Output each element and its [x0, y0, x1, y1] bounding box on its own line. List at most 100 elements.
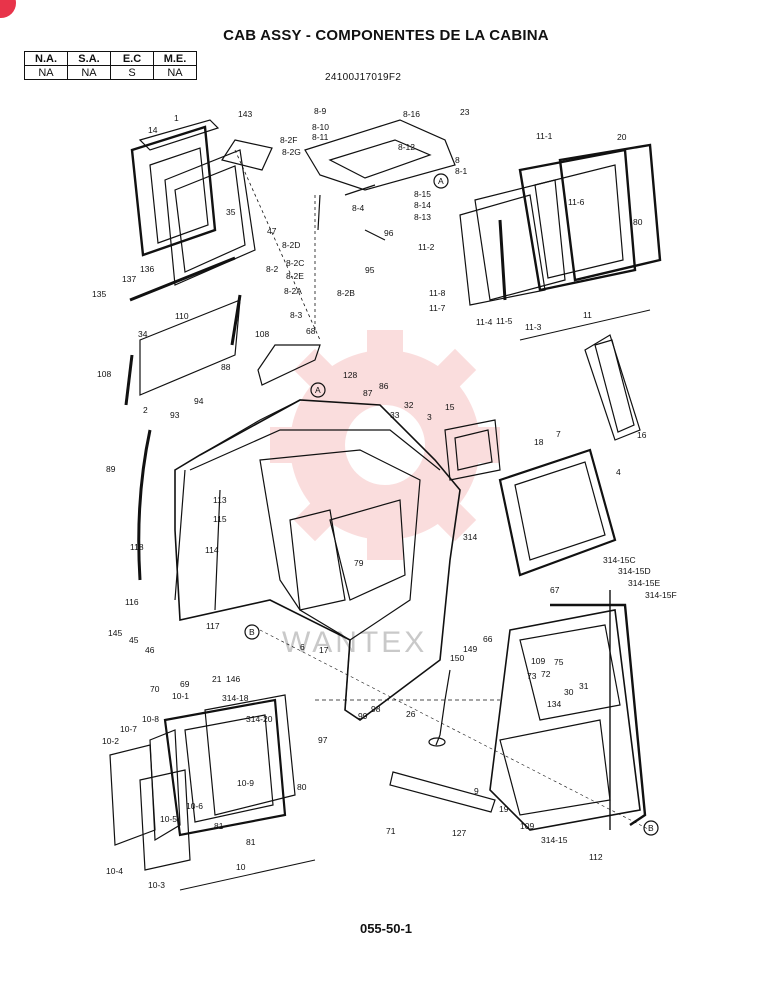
- callout: 69: [180, 679, 190, 689]
- callout: 314-18: [222, 693, 249, 703]
- callout: 8-10: [312, 122, 329, 132]
- page-title: CAB ASSY - COMPONENTES DE LA CABINA: [223, 27, 549, 44]
- callout: 150: [450, 653, 464, 663]
- callout: 80: [633, 217, 643, 227]
- callout: 110: [175, 311, 189, 321]
- callout: 18: [534, 437, 544, 447]
- callout: 72: [541, 669, 551, 679]
- callout: 314-15C: [603, 555, 636, 565]
- callout: 21: [212, 674, 222, 684]
- callout: 114: [205, 545, 219, 555]
- watermark-text: WANTEX: [282, 626, 427, 659]
- callout: 4: [616, 467, 621, 477]
- callout: 116: [125, 597, 139, 607]
- callout: 96: [384, 228, 394, 238]
- callout: 93: [170, 410, 180, 420]
- callout: 11-8: [429, 288, 446, 298]
- callout: 8: [455, 155, 460, 165]
- callout: 8-3: [290, 310, 303, 320]
- callout: 143: [238, 109, 252, 119]
- callout: 87: [363, 388, 373, 398]
- callout: 16: [637, 430, 647, 440]
- callout: 11-1: [536, 131, 553, 141]
- callout: 112: [589, 852, 603, 862]
- callout: 8-2A: [284, 286, 302, 296]
- table-cell-ec: S: [110, 65, 154, 80]
- callout-labels: 14 1 143 47 35 137 136 135 34 110 108 2 …: [92, 106, 677, 890]
- callout: 8-2C: [286, 258, 304, 268]
- callout: 10-6: [186, 801, 203, 811]
- callout: 8-2G: [282, 147, 301, 157]
- callout: 8-14: [414, 200, 431, 210]
- callout: 136: [140, 264, 154, 274]
- callout: 8-2F: [280, 135, 297, 145]
- callout: 108: [97, 369, 111, 379]
- callout: 10-9: [237, 778, 254, 788]
- callout: 127: [452, 828, 466, 838]
- callout: 2: [143, 405, 148, 415]
- callout: 75: [554, 657, 564, 667]
- table-cell-na: NA: [24, 65, 68, 80]
- callout: 146: [226, 674, 240, 684]
- callout: 118: [130, 542, 144, 552]
- callout: 20: [617, 132, 627, 142]
- callout: 115: [213, 514, 227, 524]
- callout: 70: [150, 684, 160, 694]
- line-art: [109, 119, 662, 891]
- callout: 79: [354, 558, 364, 568]
- callout: 10-2: [102, 736, 119, 746]
- callout: 1: [174, 113, 179, 123]
- callout: 97: [318, 735, 328, 745]
- callout: 137: [122, 274, 136, 284]
- callout: 11-7: [429, 303, 446, 313]
- callout: 34: [138, 329, 148, 339]
- callout: 14: [148, 125, 158, 135]
- callout: 314-15F: [645, 590, 677, 600]
- callout: 10-1: [172, 691, 189, 701]
- callout: 30: [564, 687, 574, 697]
- callout: 11-6: [568, 197, 585, 207]
- callout: 7: [556, 429, 561, 439]
- callout: 128: [343, 370, 357, 380]
- callout: 8-11: [312, 132, 329, 142]
- callout: B: [648, 823, 654, 833]
- callout: 8-12: [398, 142, 415, 152]
- table-cell-sa: NA: [67, 65, 111, 80]
- callout: B: [249, 627, 255, 637]
- callout: 8-15: [414, 189, 431, 199]
- callout: 135: [92, 289, 106, 299]
- callout: 11-4: [476, 317, 493, 327]
- callout: A: [315, 385, 321, 395]
- callout: 71: [386, 826, 396, 836]
- callout: 149: [463, 644, 477, 654]
- callout: 11-3: [525, 322, 542, 332]
- callout: 11-2: [418, 242, 435, 252]
- callout: 11: [583, 310, 592, 320]
- callout: 66: [483, 634, 493, 644]
- callout: 86: [379, 381, 389, 391]
- callout: 10-7: [120, 724, 137, 734]
- callout: 89: [106, 464, 116, 474]
- callout: 31: [579, 681, 589, 691]
- callout: 109: [520, 821, 534, 831]
- callout: 314-15D: [618, 566, 651, 576]
- callout: 117: [206, 621, 220, 631]
- callout: 8-4: [352, 203, 365, 213]
- callout: 6: [300, 642, 305, 652]
- callout: 45: [129, 635, 139, 645]
- callout: 10-5: [160, 814, 177, 824]
- callout: 8-1: [455, 166, 468, 176]
- callout: 88: [221, 362, 231, 372]
- callout: 67: [550, 585, 560, 595]
- callout: 35: [226, 207, 236, 217]
- callout: 81: [246, 837, 256, 847]
- callout: 81: [214, 821, 224, 831]
- callout: 8-13: [414, 212, 431, 222]
- callout: 10-3: [148, 880, 165, 890]
- callout: 314: [463, 532, 477, 542]
- callout: 8-2D: [282, 240, 300, 250]
- callout: 108: [255, 329, 269, 339]
- callout: 314-15E: [628, 578, 660, 588]
- callout: 113: [213, 495, 227, 505]
